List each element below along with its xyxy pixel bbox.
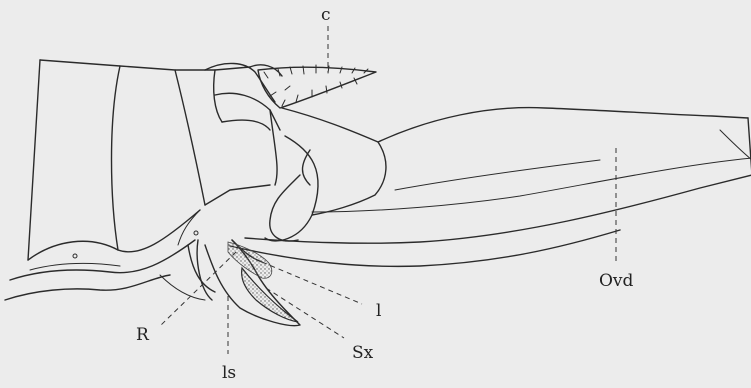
cercus <box>258 65 376 108</box>
tergal-plates <box>205 63 282 185</box>
genital-plates <box>160 240 300 326</box>
label-l: l <box>376 301 381 321</box>
leader-lines <box>160 26 616 354</box>
label-ls: ls <box>222 363 236 383</box>
label-sx: Sx <box>352 343 374 363</box>
label-r: R <box>136 325 150 345</box>
label-c: c <box>321 5 331 25</box>
ovipositor-body <box>230 108 751 267</box>
abdominal-segments <box>5 60 270 300</box>
label-ovd: Ovd <box>599 271 634 291</box>
